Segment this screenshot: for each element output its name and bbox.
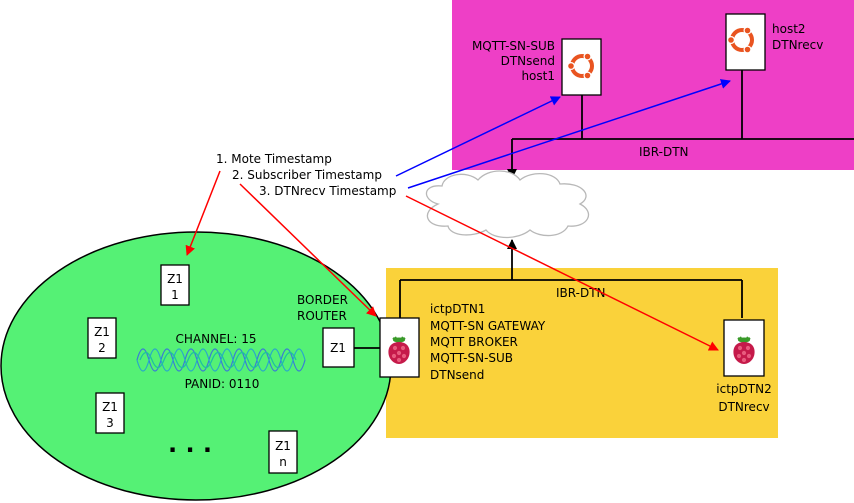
mote-index: n <box>279 455 287 469</box>
panid-label: PANID: 0110 <box>185 377 260 391</box>
mote-name: Z1 <box>167 272 183 286</box>
channel-label: CHANNEL: 15 <box>176 332 257 346</box>
border-router-label-line1: BORDER <box>297 293 348 307</box>
mote-timestamp-label: 1. Mote Timestamp <box>216 152 332 166</box>
mote-box <box>160 264 190 306</box>
arrow-to-receiver <box>405 195 719 351</box>
ubuntu-icon <box>727 26 754 54</box>
host2-node <box>725 13 766 71</box>
gateway-label-line5: DTNsend <box>430 368 484 382</box>
mote-box <box>268 430 298 474</box>
host1-label-line1: MQTT-SN-SUB <box>472 39 555 53</box>
top-ibr-dtn-bus <box>507 70 854 179</box>
radio-wave-icon <box>136 348 306 372</box>
gateway-label-line4: MQTT-SN-SUB <box>430 351 513 365</box>
mote-name: Z1 <box>275 439 291 453</box>
dtnrecv-timestamp-label: 3. DTNrecv Timestamp <box>259 184 396 198</box>
arrow-to-host1 <box>395 96 561 177</box>
arrow-to-gateway <box>239 183 377 317</box>
mote-name: Z1 <box>102 400 118 414</box>
border-router-label-line2: ROUTER <box>297 309 347 323</box>
ubuntu-icon <box>567 52 594 80</box>
host2-label-line1: host2 <box>772 22 806 36</box>
host2-label-line2: DTNrecv <box>772 38 823 52</box>
mote-index: 1 <box>171 288 179 302</box>
mote-box <box>87 317 117 359</box>
top-bus-label: IBR-DTN <box>639 145 689 159</box>
arrow-to-host2 <box>407 79 731 189</box>
gateway-region <box>386 268 778 438</box>
gateway-label-line2: MQTT-SN GATEWAY <box>430 319 546 333</box>
border-router-device-label: Z1 <box>330 341 346 355</box>
arrow-to-mote <box>185 170 221 256</box>
gateway-label-line1: ictpDTN1 <box>430 302 485 316</box>
receiver-label-line1: ictpDTN2 <box>716 382 771 396</box>
raspberry-pi-icon <box>388 336 410 364</box>
red-arrows <box>185 170 719 351</box>
mote-index: 3 <box>106 416 114 430</box>
blue-arrows <box>395 79 731 189</box>
bottom-bus-label: IBR-DTN <box>556 286 606 300</box>
subscriber-timestamp-label: 2. Subscriber Timestamp <box>232 168 382 182</box>
mote-box <box>95 392 125 434</box>
receiver-node <box>723 319 765 377</box>
host1-node <box>561 38 602 96</box>
cloud-icon <box>425 170 590 239</box>
border-router-device <box>322 327 355 368</box>
host1-label-line3: host1 <box>521 69 555 83</box>
mote-index: 2 <box>98 341 106 355</box>
mote-name: Z1 <box>94 325 110 339</box>
host1-label-line2: DTNsend <box>501 54 555 68</box>
gateway-label-line3: MQTT BROKER <box>430 335 518 349</box>
receiver-label-line2: DTNrecv <box>718 400 769 414</box>
more-motes-ellipsis: . . . <box>168 430 212 458</box>
bottom-ibr-dtn-bus <box>354 239 743 349</box>
hosts-region <box>452 0 854 170</box>
gateway-node <box>379 317 420 378</box>
raspberry-pi-icon <box>733 336 755 364</box>
